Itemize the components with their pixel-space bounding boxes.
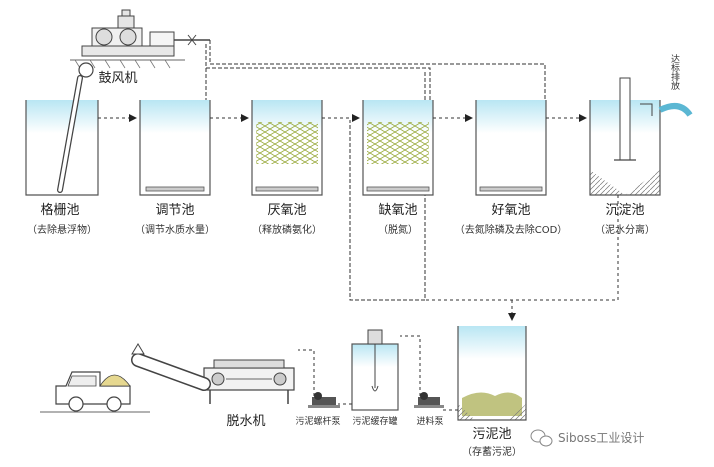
tank-sedimentation-name: 沉淀池 bbox=[605, 203, 644, 218]
sludge-tank bbox=[457, 326, 527, 421]
tank-anoxic-name: 缺氧池 bbox=[378, 203, 417, 218]
tank-anaerobic-desc: （释放磷氨化） bbox=[252, 223, 322, 236]
tank-sedimentation bbox=[589, 77, 661, 196]
tank-sedimentation-desc: （泥水分离） bbox=[595, 223, 655, 236]
wechat-icon bbox=[530, 429, 553, 447]
tank-anaerobic-name: 厌氧池 bbox=[267, 203, 306, 218]
truck bbox=[40, 371, 150, 413]
tank-labels: 格栅池 （去除悬浮物） 调节池 （调节水质水量） 厌氧池 （释放磷氨化） 缺氧池… bbox=[27, 202, 655, 236]
tank-equalization-desc: （调节水质水量） bbox=[135, 224, 215, 236]
tank-anoxic bbox=[362, 100, 434, 196]
sludge-return-line bbox=[425, 195, 619, 321]
tank-equalization-name: 调节池 bbox=[155, 203, 194, 218]
screw-pump-label: 污泥螺杆泵 bbox=[295, 415, 340, 427]
watermark-text: Siboss工业设计 bbox=[558, 431, 644, 445]
discharge-arrow bbox=[658, 103, 693, 117]
tank-grating-name: 格栅池 bbox=[40, 202, 79, 218]
tank-aerobic bbox=[475, 100, 547, 196]
tank-anaerobic bbox=[251, 100, 323, 196]
tank-aerobic-desc: （去氮除磷及去除COD） bbox=[455, 223, 568, 236]
blower bbox=[70, 9, 210, 69]
blower-label: 鼓风机 bbox=[98, 71, 137, 86]
tank-grating bbox=[25, 62, 99, 196]
tank-anoxic-desc: （脱氮） bbox=[378, 223, 418, 236]
screw-pump-pipe-out bbox=[298, 349, 315, 396]
tank-equalization bbox=[139, 100, 211, 196]
watermark: Siboss工业设计 bbox=[530, 429, 644, 447]
tank-grating-desc: （去除悬浮物） bbox=[27, 223, 97, 236]
dewatering-machine-label: 脱水机 bbox=[226, 414, 265, 429]
conveyor bbox=[131, 343, 211, 391]
feed-pump-label: 进料泵 bbox=[416, 415, 443, 427]
buffer-tank-label: 污泥缓存罐 bbox=[352, 415, 397, 427]
sludge-tank-desc: （存蓄污泥） bbox=[462, 445, 522, 458]
buffer-tank bbox=[351, 329, 399, 411]
dewatering-machine bbox=[203, 359, 295, 404]
tank-aerobic-name: 好氧池 bbox=[491, 203, 530, 218]
feed-pump bbox=[414, 392, 444, 408]
feed-pipe-up bbox=[400, 335, 421, 396]
screw-pump bbox=[308, 392, 340, 408]
discharge-label: 达标排放 bbox=[669, 53, 680, 91]
sludge-tank-name: 污泥池 bbox=[472, 427, 511, 442]
